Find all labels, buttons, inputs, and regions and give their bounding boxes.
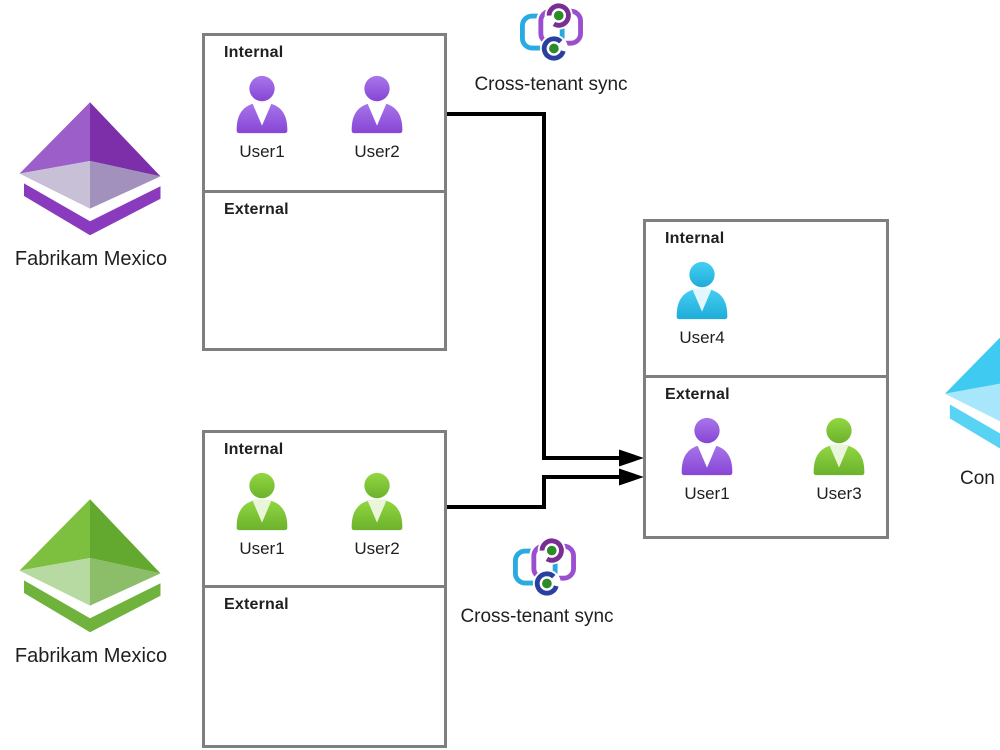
section-title: External bbox=[224, 596, 289, 613]
arrow-top-path bbox=[446, 112, 621, 460]
user-label: User3 bbox=[816, 484, 862, 503]
fabrikam-top-tenant-box: Internal User1 User2 bbox=[202, 33, 447, 351]
contoso-label: Con bbox=[960, 468, 995, 489]
contoso-internal-section: Internal User4 bbox=[646, 222, 886, 378]
user-item: User2 bbox=[347, 470, 407, 559]
user-label: User1 bbox=[239, 142, 285, 161]
section-title: Internal bbox=[224, 44, 284, 61]
contoso-pyramid-icon bbox=[944, 337, 1000, 449]
arrow-top-head bbox=[619, 449, 644, 467]
user-item: User4 bbox=[672, 259, 732, 348]
cross-tenant-sync-bottom-label: Cross-tenant sync bbox=[460, 606, 614, 627]
fabrikam-bottom-internal-section: Internal User1 User2 bbox=[205, 433, 444, 588]
fabrikam-bottom-label: Fabrikam Mexico bbox=[14, 645, 168, 667]
user-icon bbox=[236, 75, 288, 134]
user-label: User1 bbox=[684, 484, 730, 503]
section-title: Internal bbox=[224, 441, 284, 458]
user-icon bbox=[676, 261, 728, 320]
fabrikam-bottom-external-section: External bbox=[205, 588, 444, 614]
user-item: User3 bbox=[809, 415, 869, 504]
cross-tenant-sync-bottom-icon bbox=[513, 536, 579, 598]
user-icon bbox=[351, 472, 403, 531]
user-item: User1 bbox=[232, 470, 292, 559]
user-item: User2 bbox=[347, 73, 407, 162]
cross-tenant-sync-top-label: Cross-tenant sync bbox=[474, 74, 628, 95]
arrow-bottom-head bbox=[619, 468, 644, 486]
section-title: External bbox=[224, 201, 289, 218]
user-icon bbox=[813, 417, 865, 476]
user-icon bbox=[681, 417, 733, 476]
user-item: User1 bbox=[232, 73, 292, 162]
arrow-bottom-path bbox=[446, 475, 621, 509]
user-icon bbox=[236, 472, 288, 531]
user-label: User1 bbox=[239, 539, 285, 558]
section-title: Internal bbox=[665, 230, 725, 247]
fabrikam-top-pyramid-icon bbox=[19, 102, 161, 236]
fabrikam-top-internal-section: Internal User1 User2 bbox=[205, 36, 444, 193]
contoso-external-section: External User1 User3 bbox=[646, 378, 886, 504]
contoso-tenant-box: Internal User4 External bbox=[643, 219, 889, 539]
fabrikam-top-label: Fabrikam Mexico bbox=[14, 248, 168, 270]
user-item: User1 bbox=[677, 415, 737, 504]
fabrikam-bottom-pyramid-icon bbox=[19, 499, 161, 633]
section-title: External bbox=[665, 386, 730, 403]
user-label: User2 bbox=[354, 539, 400, 558]
user-label: User4 bbox=[679, 328, 725, 347]
cross-tenant-sync-top-icon bbox=[520, 1, 586, 63]
fabrikam-bottom-tenant-box: Internal User1 User2 bbox=[202, 430, 447, 748]
fabrikam-top-external-section: External bbox=[205, 193, 444, 219]
user-label: User2 bbox=[354, 142, 400, 161]
user-icon bbox=[351, 75, 403, 134]
